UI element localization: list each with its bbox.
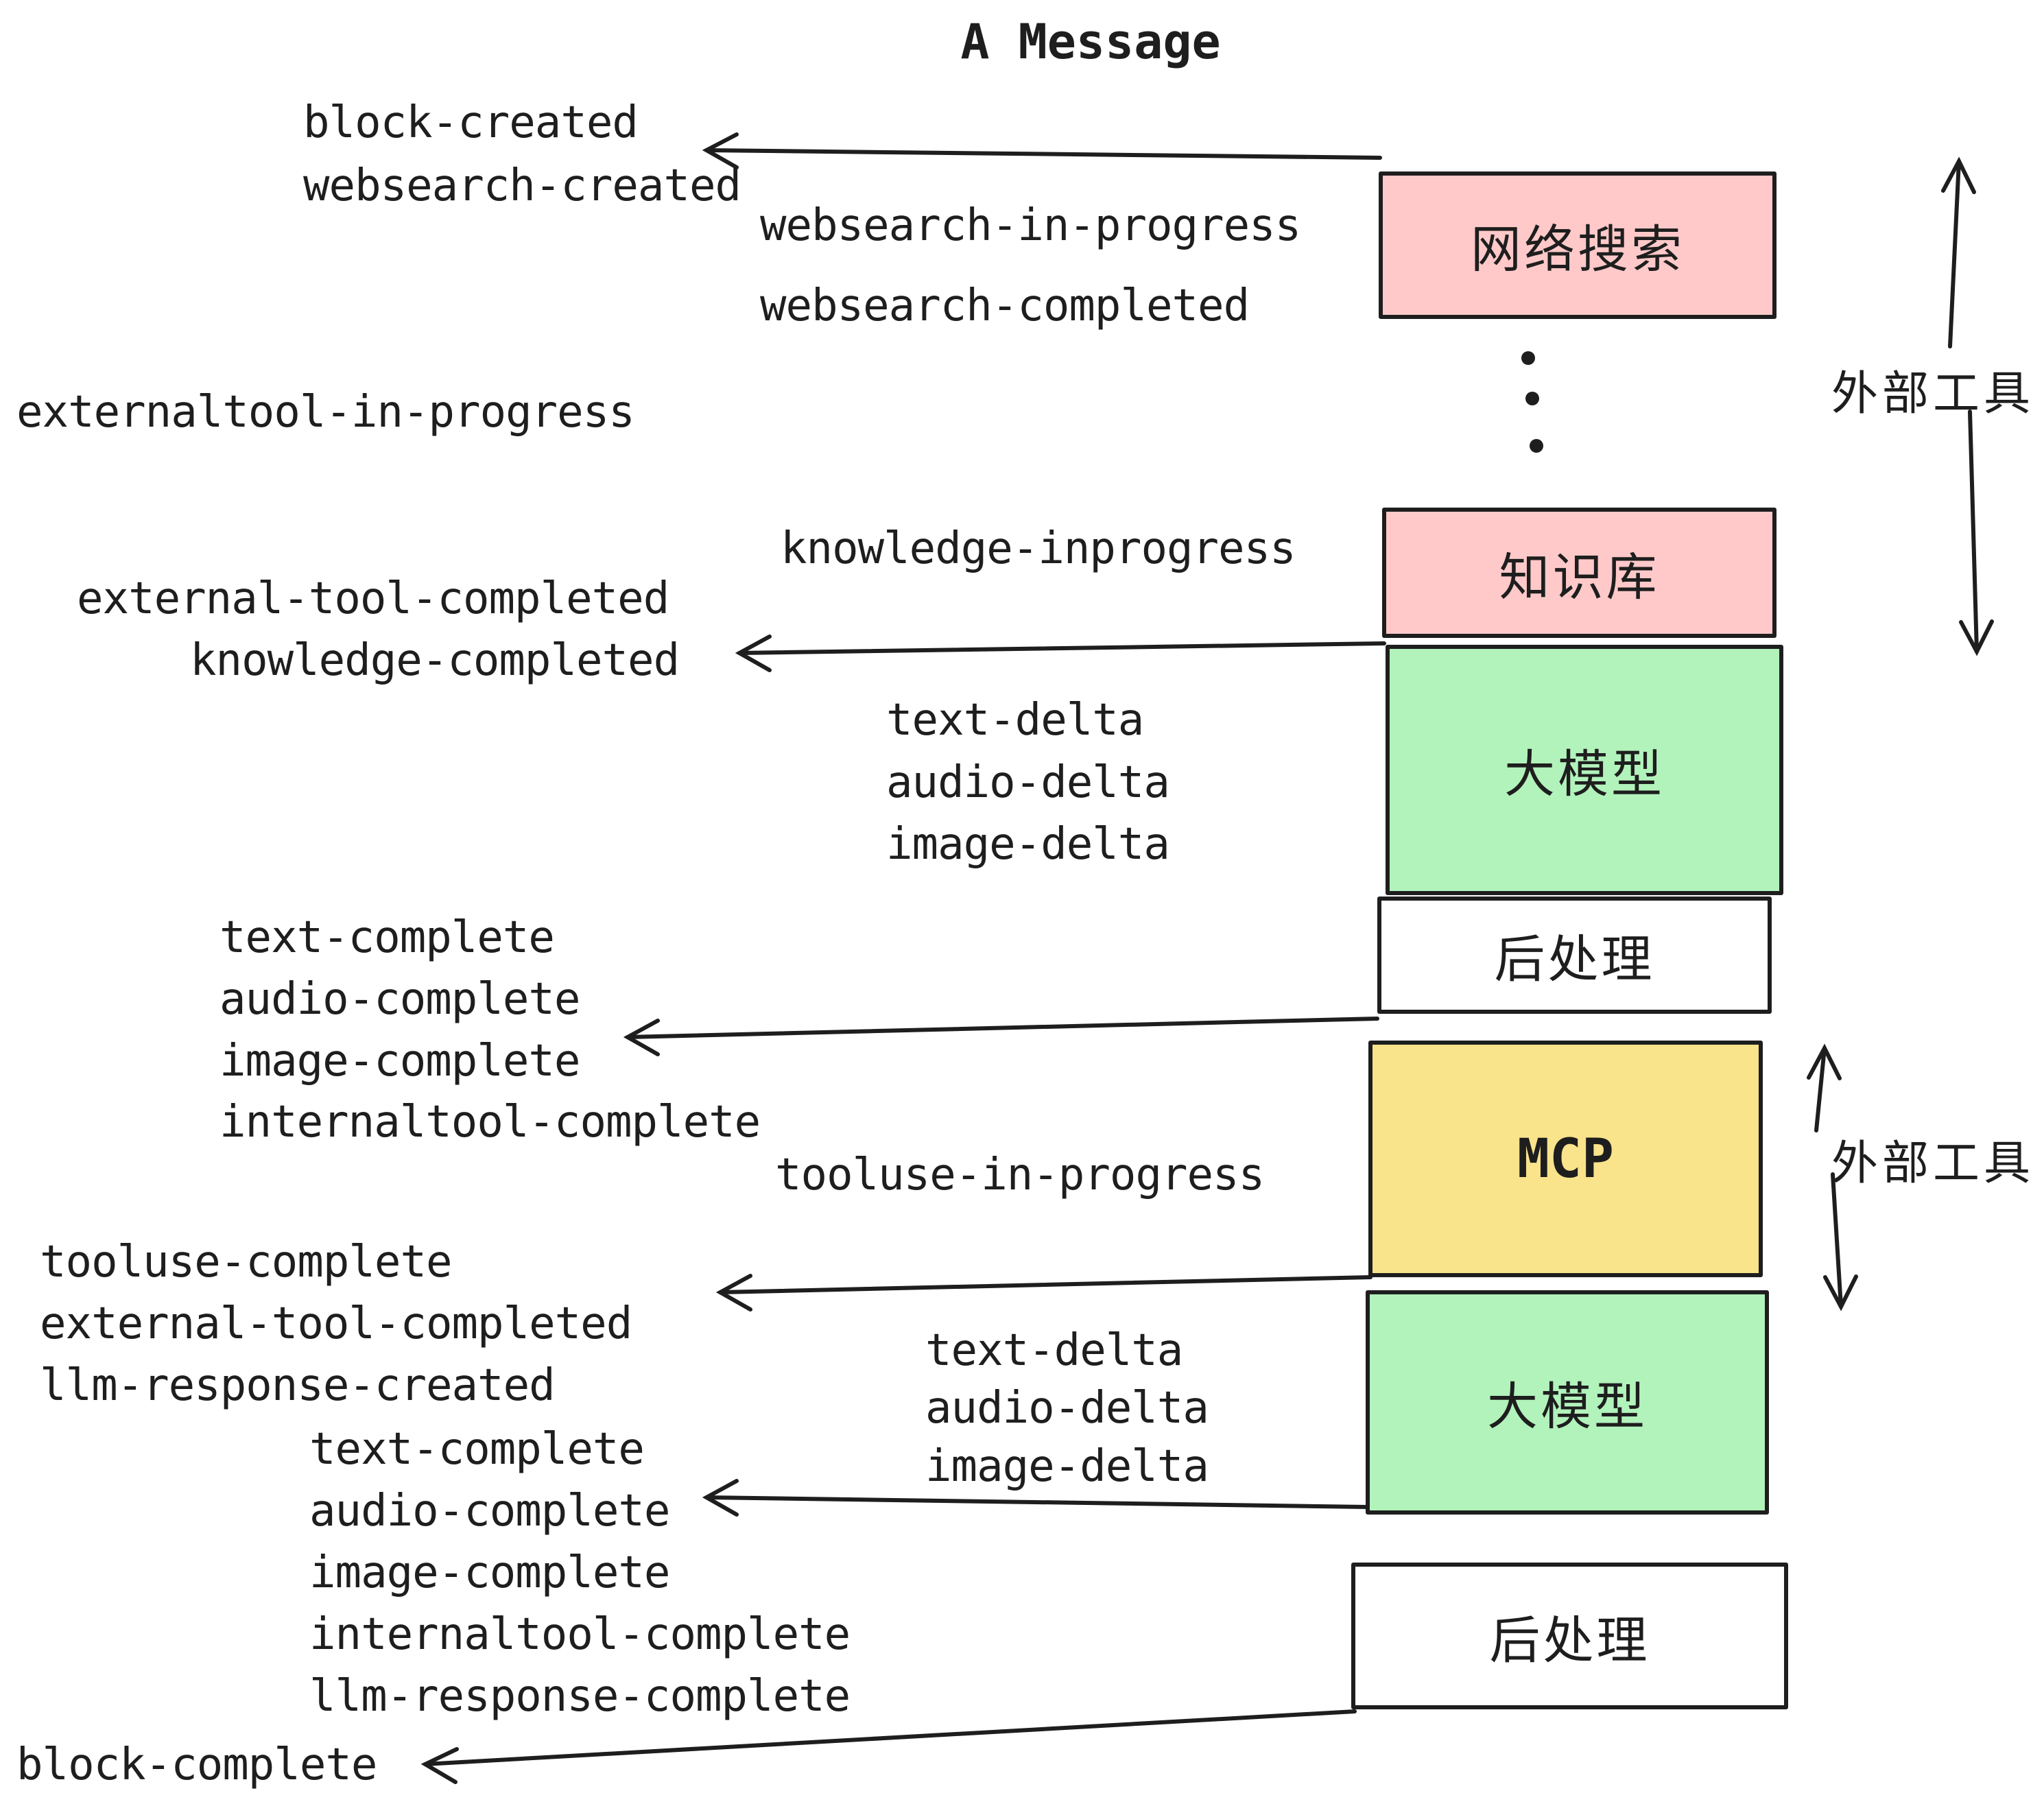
arrow-to-tooluse-complete bbox=[715, 1274, 1372, 1312]
external-tool-bottom-label: 外部工具 bbox=[1831, 1137, 2035, 1189]
arrow-to-block-complete bbox=[420, 1709, 1357, 1784]
event-tooluse-complete: tooluse-complete bbox=[40, 1237, 452, 1287]
box-post-1-label: 后处理 bbox=[1494, 931, 1655, 988]
event-knowledge-completed: knowledge-completed bbox=[190, 635, 680, 686]
event-text-complete-1: text-complete bbox=[219, 912, 555, 963]
external-tool-bottom-up-arrow bbox=[1807, 1043, 1842, 1132]
arrow-to-audio-complete bbox=[702, 1479, 1369, 1517]
box-websearch-label: 网络搜索 bbox=[1471, 221, 1685, 278]
ellipsis-dots bbox=[1521, 351, 1543, 453]
event-audio-complete-2: audio-complete bbox=[309, 1486, 670, 1536]
event-image-complete-2: image-complete bbox=[309, 1547, 670, 1598]
event-block-complete: block-complete bbox=[16, 1740, 377, 1790]
event-block-created: block-created bbox=[303, 97, 639, 148]
event-text-delta-1: text-delta bbox=[886, 695, 1144, 746]
external-tool-bottom-down-arrow bbox=[1823, 1172, 1858, 1312]
event-image-complete-1: image-complete bbox=[219, 1036, 580, 1087]
page-title: A Message bbox=[960, 14, 1221, 70]
box-llm-1: 大模型 bbox=[1386, 645, 1783, 895]
event-audio-delta-1: audio-delta bbox=[886, 757, 1170, 808]
event-audio-delta-2: audio-delta bbox=[925, 1383, 1209, 1434]
event-internaltool-complete-1: internaltool-complete bbox=[219, 1097, 761, 1148]
event-llm-response-created: llm-response-created bbox=[40, 1360, 556, 1411]
box-llm-2-label: 大模型 bbox=[1487, 1378, 1648, 1435]
box-mcp-label: MCP bbox=[1517, 1128, 1614, 1190]
box-llm-1-label: 大模型 bbox=[1504, 746, 1665, 803]
event-llm-response-complete: llm-response-complete bbox=[309, 1671, 851, 1722]
event-image-delta-2: image-delta bbox=[925, 1441, 1209, 1492]
event-externaltool-in-progress: externaltool-in-progress bbox=[16, 387, 635, 438]
box-post-2: 后处理 bbox=[1351, 1563, 1788, 1709]
event-internaltool-complete-2: internaltool-complete bbox=[309, 1609, 851, 1660]
arrow-to-websearch-created bbox=[702, 132, 1382, 169]
event-text-delta-2: text-delta bbox=[925, 1325, 1183, 1376]
event-audio-complete-1: audio-complete bbox=[219, 974, 580, 1025]
box-post-2-label: 后处理 bbox=[1489, 1611, 1650, 1669]
event-tooluse-in-progress: tooluse-in-progress bbox=[775, 1150, 1265, 1200]
box-llm-2: 大模型 bbox=[1366, 1290, 1769, 1515]
arrow-to-knowledge-completed bbox=[735, 634, 1386, 672]
arrow-to-image-complete bbox=[623, 1017, 1379, 1056]
event-external-tool-completed: external-tool-completed bbox=[77, 573, 669, 624]
external-tool-top-up-arrow bbox=[1941, 156, 1976, 348]
event-websearch-completed: websearch-completed bbox=[760, 281, 1250, 331]
box-post-1: 后处理 bbox=[1377, 897, 1772, 1014]
box-websearch: 网络搜索 bbox=[1379, 171, 1776, 319]
box-mcp: MCP bbox=[1368, 1041, 1763, 1277]
box-knowledge: 知识库 bbox=[1382, 508, 1776, 638]
event-image-delta-1: image-delta bbox=[886, 819, 1170, 870]
event-websearch-in-progress: websearch-in-progress bbox=[760, 200, 1301, 251]
event-knowledge-inprogress: knowledge-inprogress bbox=[781, 523, 1296, 574]
external-tool-top-down-arrow bbox=[1959, 410, 1994, 656]
event-websearch-created: websearch-created bbox=[303, 161, 741, 211]
box-knowledge-label: 知识库 bbox=[1499, 548, 1660, 606]
event-text-complete-2: text-complete bbox=[309, 1424, 645, 1475]
event-external-tool-completed-2: external-tool-completed bbox=[40, 1298, 632, 1349]
external-tool-top-label: 外部工具 bbox=[1831, 368, 2035, 420]
